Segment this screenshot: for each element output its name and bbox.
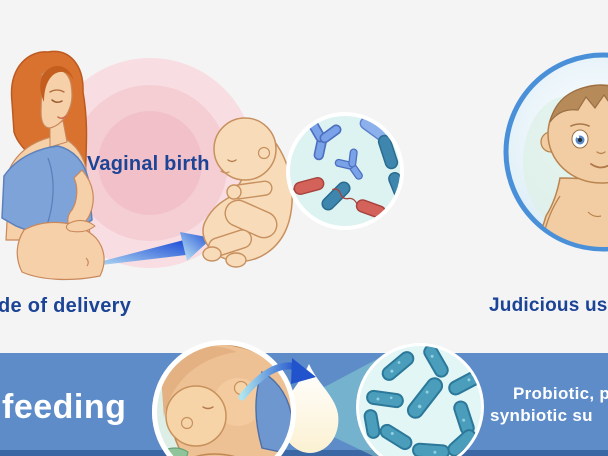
bottom-band-edge bbox=[0, 450, 608, 456]
feeding-label: feeding bbox=[2, 388, 127, 426]
probiotic-label-line2: synbiotic su bbox=[490, 406, 593, 425]
probiotic-bacteria-circle bbox=[356, 343, 484, 456]
gut-microbes-circle bbox=[286, 112, 404, 230]
pink-glow bbox=[45, 58, 255, 268]
mode-of-delivery-label: de of delivery bbox=[0, 295, 132, 317]
probiotic-label-line1: Probiotic, p bbox=[513, 384, 608, 403]
toddler-circle bbox=[503, 52, 608, 252]
vaginal-birth-label: Vaginal birth bbox=[87, 153, 210, 175]
judicious-use-label: Judicious us bbox=[489, 295, 608, 316]
milk-drop bbox=[281, 364, 339, 453]
milk-arrow-icon bbox=[238, 358, 316, 401]
pregnant-woman-illustration bbox=[1, 50, 105, 281]
